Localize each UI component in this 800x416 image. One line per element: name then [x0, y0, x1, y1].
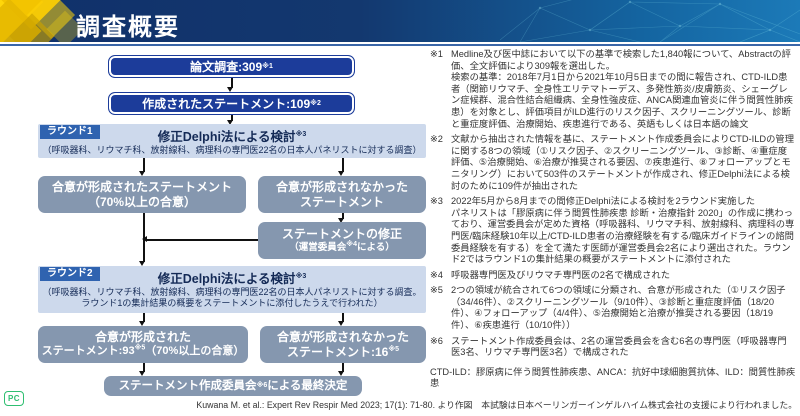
footnote-5-marker: ※5 — [430, 285, 443, 296]
arrow-line — [143, 158, 145, 172]
arrow-line — [342, 213, 344, 219]
footnote-1-text-p2: 検索の基準：2018年7月1日から2021年10月5日までの間に報告され、CTD… — [451, 72, 793, 129]
footnote-1: ※1 Medline及び医中誌において以下の基準で検索した1,840報について、… — [430, 49, 796, 130]
footnote-6-text: ステートメント作成委員会は、2名の運営委員会を含む6名の専門医（呼吸器専門医3名… — [451, 335, 787, 358]
network-mesh-decoration — [499, 0, 800, 42]
arrow-head — [338, 321, 344, 326]
footnote-3-text-p2: パネリストは「膠原病に伴う間質性肺疾患 診断・治療指針 2020」の作成に携わっ… — [451, 207, 795, 265]
round1-band: 修正Delphi法による検討※3 （呼吸器科、リウマチ科、放射線科、病理科の専門… — [38, 124, 426, 158]
consensus2-pre: ステートメント:93 — [41, 345, 135, 358]
footnote-4: ※4 呼吸器専門医及びリウマチ専門医の2名で構成された — [430, 270, 796, 282]
footnote-ref-5b: ※5 — [388, 345, 400, 353]
header-underline-blue — [0, 44, 800, 46]
footnote-1-text-p1: Medline及び医中誌において以下の基準で検索した1,840報について、Abs… — [451, 49, 791, 71]
arrow-head — [227, 120, 233, 125]
footnote-1-marker: ※1 — [430, 49, 443, 59]
box-statement-revision: ステートメントの修正 （運営委員会※4による） — [258, 222, 426, 259]
arrow-line — [143, 363, 145, 372]
pc-logo: PC — [4, 391, 24, 406]
no-consensus2-pre: ステートメント:16 — [286, 344, 389, 359]
round1-title: 修正Delphi法による検討※3 — [38, 126, 426, 145]
round2-band: 修正Delphi法による検討※3 （呼吸器科、リウマチ科、放射線科、病理科の専門… — [38, 266, 426, 313]
box-no-consensus-round1-line2: ステートメント — [299, 194, 384, 209]
arrow-head — [338, 371, 344, 376]
round2-subtitle-line2: ラウンド1の集計結果の概要をステートメントに添付したうえで行われた） — [81, 298, 383, 309]
footnote-ref-4: ※4 — [346, 240, 357, 248]
footnotes-column: ※1 Medline及び医中誌において以下の基準で検索した1,840報について、… — [430, 49, 796, 390]
box-consensus-round1-line2: （70%以上の合意） — [87, 194, 197, 209]
footnote-ref-3: ※3 — [295, 130, 307, 138]
header-underline-white — [0, 42, 800, 44]
arrow-head — [139, 321, 145, 326]
box-consensus-round2-line1: 合意が形成された — [94, 330, 191, 345]
arrow-head-left — [142, 236, 147, 242]
arrow-line — [231, 115, 233, 121]
box-statements-created-label: 作成されたステートメント:109 — [142, 97, 311, 111]
arrow-head — [227, 87, 233, 92]
footnote-ref-5: ※5 — [134, 344, 146, 352]
footnote-2: ※2 文献から抽出された情報を基に、ステートメント作成委員会によりCTD-ILD… — [430, 134, 796, 192]
box-statement-revision-line2: （運営委員会※4による） — [289, 240, 395, 254]
arrow-head — [139, 171, 145, 176]
footnote-3: ※3 2022年5月から8月までの間修正Delphi法による検討を2ラウンド実施… — [430, 196, 796, 266]
final-post: による最終決定 — [267, 379, 348, 392]
box-no-consensus-round1: 合意が形成されなかった ステートメント — [258, 176, 426, 213]
feedback-line-horizontal — [147, 239, 258, 241]
arrow-head — [139, 261, 145, 266]
footnote-2-marker: ※2 — [430, 134, 443, 145]
page-title: 調査概要 — [76, 14, 180, 41]
round1-subtitle: （呼吸器科、リウマチ科、放射線科、病理科の専門医22名の日本人パネリストに対する… — [42, 145, 422, 155]
footnote-5-text: 2つの領域が統合されて6つの領域に分類され、合意が形成された（①リスク因子（34… — [451, 285, 786, 331]
box-consensus-round1-line1: 合意が形成されたステートメント — [51, 179, 232, 194]
header-bar: 調査概要 — [0, 0, 800, 42]
round2-title-text: 修正Delphi法による検討 — [157, 272, 296, 286]
revision-line2-post: による） — [357, 242, 395, 254]
round2-chip: ラウンド2 — [40, 267, 100, 281]
arrow-line — [231, 78, 233, 88]
revision-line2-pre: （運営委員会 — [289, 242, 347, 254]
footnote-4-text: 呼吸器専門医及びリウマチ専門医の2名で構成された — [451, 269, 670, 280]
consensus2-post: （70%以上の合意） — [145, 345, 245, 358]
footnote-4-marker: ※4 — [430, 269, 443, 280]
box-consensus-round1: 合意が形成されたステートメント （70%以上の合意） — [38, 176, 246, 213]
footnote-5: ※5 2つの領域が統合されて6つの領域に分類され、合意が形成された（①リスク因子… — [430, 285, 796, 331]
arrow-line — [143, 313, 145, 322]
box-no-consensus-round2-line2: ステートメント:16※5 — [287, 345, 399, 360]
footnote-3-marker: ※3 — [430, 196, 443, 207]
box-statement-revision-line1: ステートメントの修正 — [281, 227, 402, 242]
arrow-head — [139, 371, 145, 376]
abbreviations-line: CTD-ILD：膠原病に伴う間質性肺疾患、ANCA：抗好中球細胞質抗体、ILD：… — [430, 366, 796, 389]
arrow-line — [342, 313, 344, 322]
arrow-head — [338, 218, 344, 223]
round2-subtitle-line1: （呼吸器科、リウマチ科、放射線科、病理科の専門医22名の日本人パネリストに対する… — [42, 287, 422, 297]
box-no-consensus-round1-line1: 合意が形成されなかった — [275, 179, 408, 194]
footnote-6-marker: ※6 — [430, 335, 443, 346]
footnote-2-text: 文献から抽出された情報を基に、ステートメント作成委員会によりCTD-ILDの管理… — [451, 134, 795, 191]
box-no-consensus-round2: 合意が形成されなかった ステートメント:16※5 — [260, 326, 426, 363]
box-literature-search: 論文調査:309※1 — [108, 55, 355, 78]
arrow-head — [338, 171, 344, 176]
footnote-6: ※6 ステートメント作成委員会は、2名の運営委員会を含む6名の専門医（呼吸器専門… — [430, 336, 796, 359]
footnote-ref-3b: ※3 — [295, 272, 307, 280]
box-consensus-round2-line2: ステートメント:93※5（70%以上の合意） — [41, 344, 245, 359]
arrow-line — [342, 363, 344, 372]
footnote-3-text-p1: 2022年5月から8月までの間修正Delphi法による検討を2ラウンド実施した — [451, 196, 755, 207]
round1-chip: ラウンド1 — [40, 125, 100, 139]
citation-line: Kuwana M. et al.: Expert Rev Respir Med … — [196, 400, 797, 410]
box-literature-search-label: 論文調査:309 — [190, 60, 263, 74]
round2-title: 修正Delphi法による検討※3 — [38, 268, 426, 287]
round1-title-text: 修正Delphi法による検討 — [157, 130, 296, 144]
final-pre: ステートメント作成委員会 — [118, 379, 257, 392]
box-no-consensus-round2-line1: 合意が形成されなかった — [276, 329, 409, 344]
box-consensus-round2: 合意が形成された ステートメント:93※5（70%以上の合意） — [38, 326, 248, 363]
box-statements-created: 作成されたステートメント:109※2 — [108, 92, 355, 115]
arrow-line — [342, 158, 344, 172]
